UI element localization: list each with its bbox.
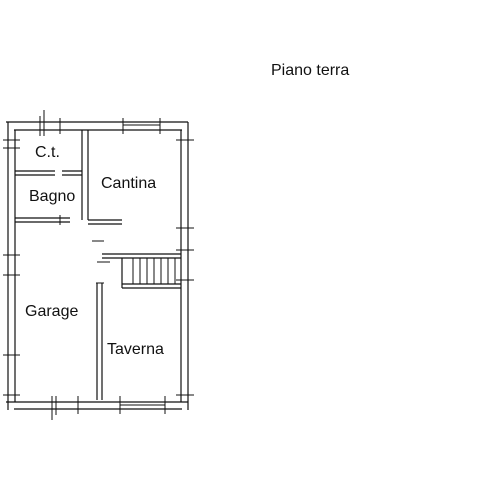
- room-label-bagno: Bagno: [29, 188, 76, 205]
- interior-walls: [15, 130, 181, 400]
- staircase: [132, 258, 176, 284]
- plan-title: Piano terra: [271, 62, 350, 79]
- fixtures: [59, 215, 110, 284]
- room-label-taverna: Taverna: [107, 341, 164, 358]
- room-label-ct: C.t.: [35, 144, 60, 161]
- room-label-cantina: Cantina: [101, 175, 157, 192]
- window-marks: [3, 110, 194, 420]
- room-label-garage: Garage: [25, 303, 79, 320]
